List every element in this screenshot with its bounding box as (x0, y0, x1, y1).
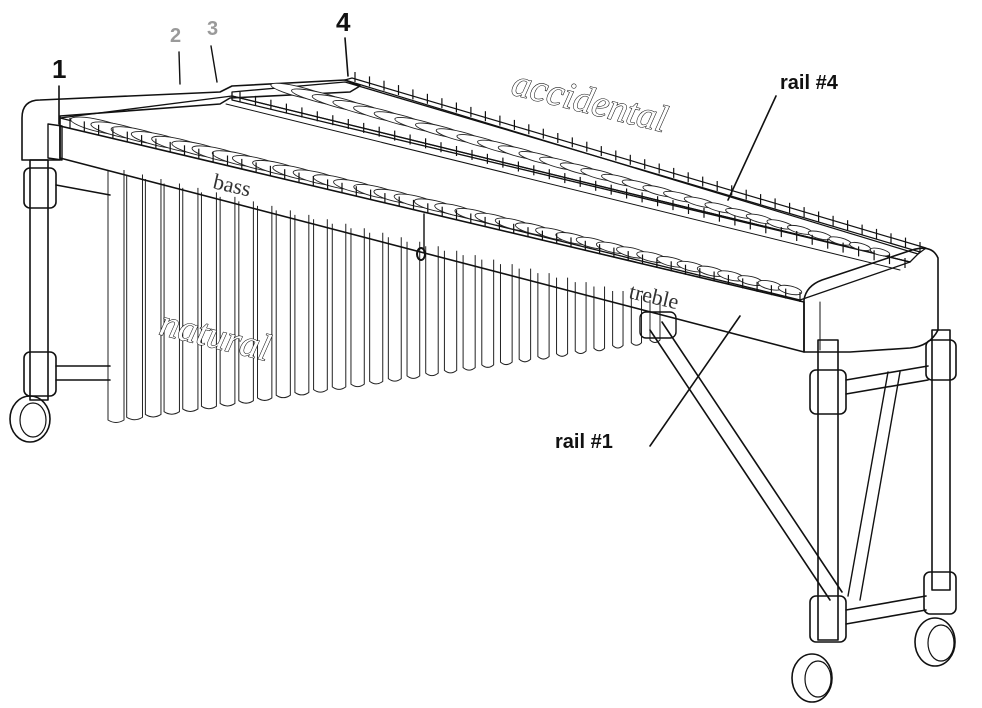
resonator-tube (574, 282, 587, 355)
leader-line-3 (210, 45, 218, 83)
rail-number-3: 3 (207, 18, 218, 40)
callout-line-rail-4 (727, 95, 777, 201)
right-stand (639, 311, 957, 703)
resonator-tube (462, 255, 476, 371)
resonator-tube (369, 232, 384, 385)
resonator-tube (219, 196, 236, 407)
rail-number-1: 1 (52, 54, 66, 84)
resonator-tube (481, 259, 495, 368)
resonator-tube (182, 187, 199, 412)
resonator-tube (425, 246, 439, 377)
callout-rail-1: rail #1 (555, 431, 613, 453)
bar-pins (69, 72, 921, 302)
resonator-tubes (107, 170, 661, 423)
left-stand (9, 159, 111, 443)
resonator-tube (257, 205, 273, 401)
resonator-tube (275, 210, 291, 399)
zone-label-accidental: accidental (508, 62, 672, 141)
callout-line-rail-1 (649, 315, 741, 447)
zone-label-bass: bass (211, 169, 254, 202)
callout-rail-4: rail #4 (780, 72, 839, 94)
resonator-tube (443, 250, 458, 374)
rail-number-4: 4 (336, 7, 351, 37)
resonator-tube (126, 174, 143, 421)
resonator-tube (537, 273, 550, 360)
resonator-tube (649, 300, 661, 343)
resonator-tube (313, 219, 328, 393)
resonator-tube (331, 223, 347, 390)
frame-top (21, 77, 927, 301)
accidental-bar (869, 247, 891, 257)
leader-line-2 (178, 51, 181, 85)
resonator-tube (238, 201, 254, 404)
resonator-tube (387, 237, 402, 382)
rail-number-2: 2 (170, 25, 181, 47)
resonator-tube (406, 241, 421, 379)
resonator-tube (556, 277, 569, 357)
resonator-tube (294, 214, 310, 396)
resonator-tube (350, 228, 365, 388)
resonator-tube (163, 183, 180, 415)
right-end-piece (803, 247, 939, 353)
resonator-tube (593, 286, 606, 352)
natural-bar (777, 284, 803, 296)
accidental-bars (270, 82, 891, 257)
leader-line-4 (344, 37, 349, 77)
natural-bars (70, 116, 803, 296)
resonator-tube (200, 192, 217, 410)
resonator-tube (518, 268, 532, 363)
resonator-tube (144, 178, 162, 418)
resonator-tube (499, 264, 513, 366)
resonator-tube (612, 291, 624, 349)
resonator-tube (107, 170, 125, 423)
